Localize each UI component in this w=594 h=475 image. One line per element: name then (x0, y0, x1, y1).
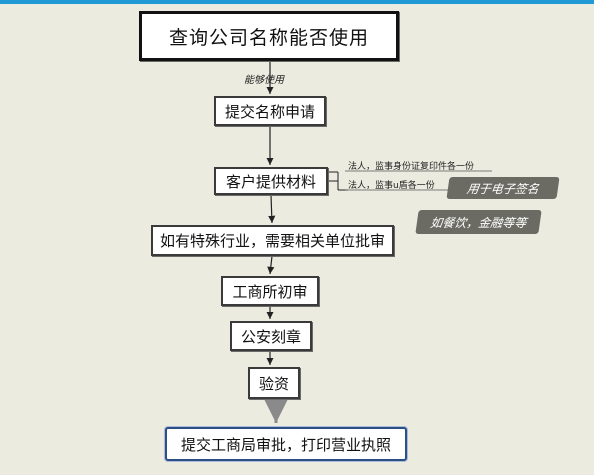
node-query-company-name-label: 查询公司名称能否使用 (168, 26, 369, 49)
node-client-materials-label: 客户提供材料 (225, 172, 316, 191)
note-id-copies: 法人，监事身份证复印件各一份 (348, 162, 475, 172)
callout-e-signature: 用于电子签名 (446, 177, 560, 199)
note-ushield: 法人，监事u盾各一份 (348, 181, 435, 191)
edge-label-can-use: 能够使用 (244, 75, 284, 86)
node-capital-verification-label: 验资 (258, 374, 289, 393)
node-police-seal-label: 公安刻章 (240, 327, 301, 346)
callout-e-signature-label: 用于电子签名 (465, 181, 540, 196)
node-initial-review-label: 工商所初审 (232, 282, 308, 301)
top-accent-bar (0, 0, 594, 4)
node-submit-name-application-label: 提交名称申请 (224, 102, 315, 121)
arrow-special-to-initial (267, 255, 275, 275)
node-final-approval-license-label: 提交工商局审批，打印营业执照 (180, 435, 391, 454)
node-initial-review: 工商所初审 (221, 276, 319, 306)
node-client-materials: 客户提供材料 (214, 167, 328, 195)
node-capital-verification: 验资 (248, 367, 300, 399)
callout-industry-examples-label: 如餐饮，金融等等 (429, 215, 528, 230)
node-final-approval-license: 提交工商局审批，打印营业执照 (165, 427, 407, 461)
node-special-industry-approval: 如有特殊行业，需要相关单位批审 (151, 225, 394, 256)
node-police-seal: 公安刻章 (230, 321, 312, 351)
arrow-materials-to-special (268, 194, 276, 224)
node-query-company-name: 查询公司名称能否使用 (139, 11, 399, 61)
node-special-industry-approval-label: 如有特殊行业，需要相关单位批审 (159, 232, 385, 250)
callout-industry-examples: 如餐饮，金融等等 (415, 210, 542, 234)
node-submit-name-application: 提交名称申请 (214, 96, 326, 126)
